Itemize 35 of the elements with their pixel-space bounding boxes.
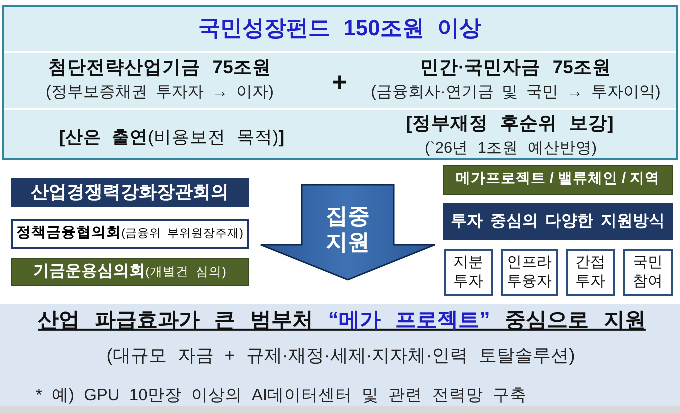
summary-detail: (대규모 자금 + 규제·재정·세제·지자체·인력 토탈솔루션): [106, 346, 576, 366]
example-note: * 예) GPU 10만장 이상의 AI데이터센터 및 관련 전력망 구축: [36, 386, 527, 406]
committee-name: 기금운용심의회(개별건 심의): [34, 262, 226, 282]
committee-name: 산업경쟁력강화장관회의: [31, 182, 229, 204]
method-heading: 투자 중심의 다양한 지원방식: [450, 212, 666, 232]
funding-heading: [정부재정 후순위 보강]: [406, 112, 614, 134]
method-banner: [443, 203, 673, 240]
fund-panel: [2, 5, 678, 160]
method-label: 국민 참여: [633, 254, 663, 292]
fund-detail: (금융회사·연기금 및 국민 → 투자이익): [371, 84, 661, 102]
summary-heading: 산업 파급효과가 큰 범부처 “메가 프로젝트” 중심으로 지원: [38, 308, 646, 334]
fund-title: 국민성장펀드 150조원 이상: [198, 15, 482, 41]
focus-banner: [443, 165, 673, 195]
method-label: 지분 투자: [454, 254, 484, 292]
fund-name: 민간·국민자금 75조원: [420, 56, 612, 78]
funding-note: [산은 출연(비용보전 목적)]: [59, 126, 285, 148]
method-label: 인프라 투융자: [507, 254, 552, 292]
method-box: [566, 249, 615, 296]
block-arrow: [260, 184, 436, 281]
method-box: [623, 249, 673, 296]
focus-label: 메가프로젝트 / 밸류체인 / 지역: [456, 171, 660, 189]
summary-panel: [0, 304, 680, 406]
panel-row: [4, 108, 676, 157]
method-box: [501, 249, 558, 296]
arrow-label: 집중 지원: [326, 204, 370, 256]
funding-detail: (`26년 1조원 예산반영): [425, 140, 597, 158]
committee-box: [11, 178, 249, 207]
committee-box: [11, 219, 249, 249]
committee-name: 정책금융협의회(금융위 부위원장주재): [16, 225, 244, 243]
fund-name: 첨단전략산업기금 75조원: [48, 56, 272, 78]
plus-sign: +: [332, 68, 348, 98]
method-box: [444, 249, 493, 296]
fund-detail: (정부보증채권 투자자 → 이자): [46, 84, 274, 102]
committee-box: [11, 258, 249, 286]
method-label: 간접 투자: [576, 254, 606, 292]
